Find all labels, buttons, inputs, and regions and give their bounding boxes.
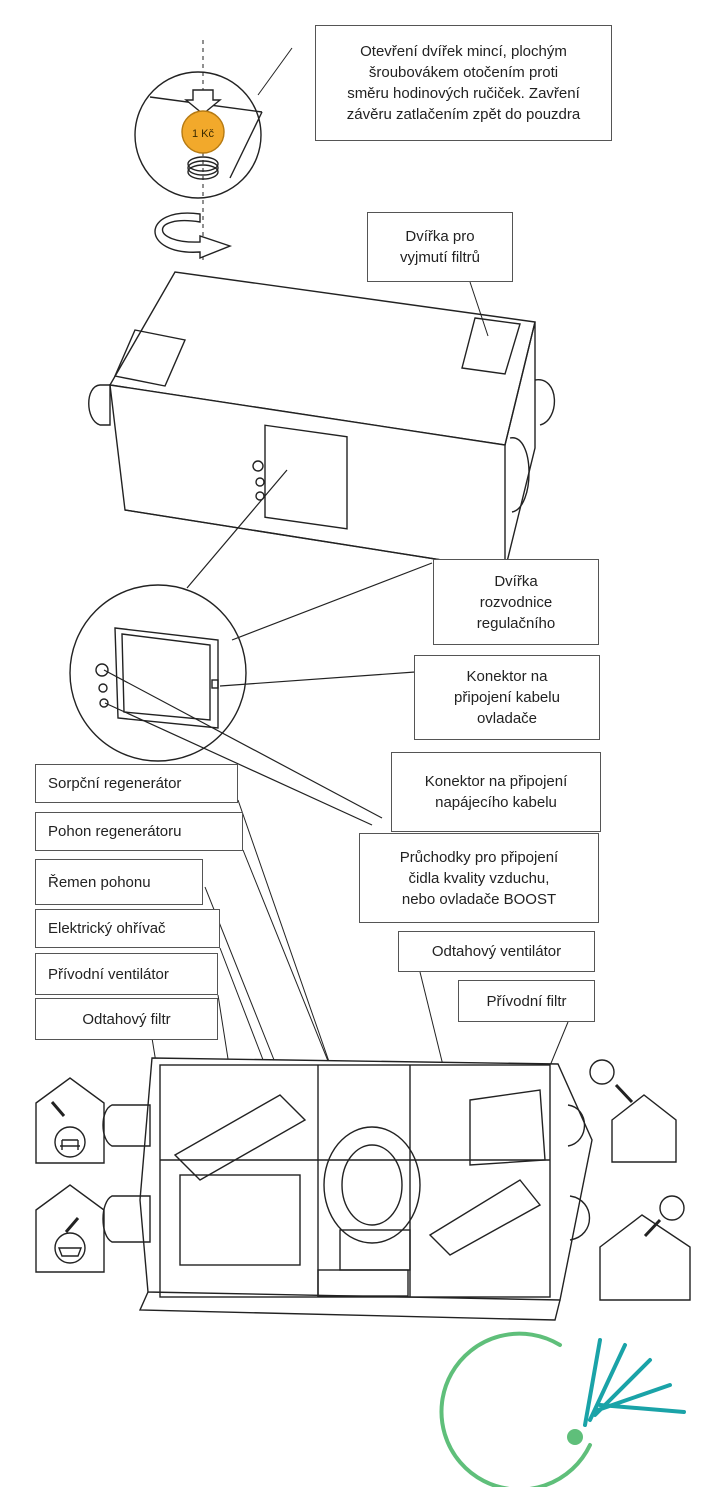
callout-filter-door: Dvířka pro vyjmutí filtrů <box>367 212 513 282</box>
closed-unit-drawing <box>88 271 556 571</box>
callout-coin-door: Otevření dvířek mincí, plochým šroubovák… <box>315 25 612 141</box>
coin-icon <box>181 110 225 154</box>
callout-supply-fan: Přívodní ventilátor <box>35 953 218 995</box>
callout-controller-connector: Konektor na připojení kabelu ovladače <box>414 655 600 740</box>
coin-label: 1 Kč <box>192 128 215 140</box>
callout-electric-heater: Elektrický ohřívač <box>35 909 220 948</box>
open-unit-drawing <box>102 1057 593 1321</box>
logo-icon <box>439 1331 686 1487</box>
control-box-detail <box>69 584 247 762</box>
fresh-air-tree-icon <box>589 1059 691 1301</box>
callout-exhaust-filter: Odtahový filtr <box>35 998 218 1040</box>
bed-room-icon <box>35 1077 105 1164</box>
callout-regenerator-drive: Pohon regenerátoru <box>35 812 243 851</box>
callout-grommets: Průchodky pro připojení čidla kvality vz… <box>359 833 599 923</box>
callout-sorption-regenerator: Sorpční regenerátor <box>35 764 238 803</box>
callout-power-connector: Konektor na připojení napájecího kabelu <box>391 752 601 832</box>
callout-exhaust-fan: Odtahový ventilátor <box>398 931 595 972</box>
callout-control-box-door: Dvířka rozvodnice regulačního <box>433 559 599 645</box>
rotate-arrow-icon <box>154 212 233 260</box>
bath-room-icon <box>35 1184 105 1273</box>
callout-supply-filter: Přívodní filtr <box>458 980 595 1022</box>
callout-drive-belt: Řemen pohonu <box>35 859 203 905</box>
